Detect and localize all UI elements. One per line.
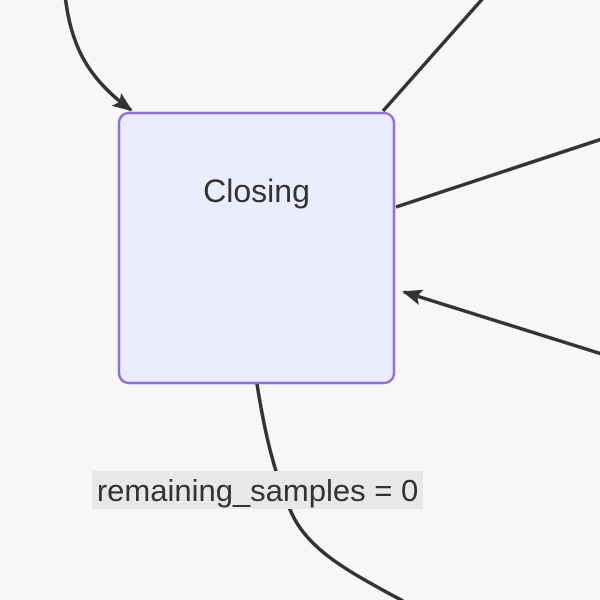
state-node-label: Closing <box>203 173 310 209</box>
edge-right-upper <box>395 137 600 209</box>
edge-label-remaining-samples: remaining_samples = 0 <box>92 471 423 509</box>
edge-incoming-top-left <box>63 0 133 112</box>
edge-incoming-right-lower <box>402 289 600 356</box>
state-node-closing <box>117 111 396 385</box>
edge-top-right <box>381 0 484 113</box>
edge-bottom-remaining-samples <box>255 383 404 600</box>
